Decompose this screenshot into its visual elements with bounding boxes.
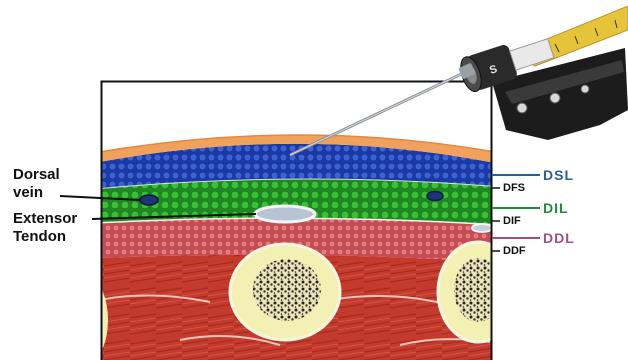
dorsal-vein-label-line2: vein bbox=[13, 185, 43, 200]
dfs-label: DFS bbox=[503, 183, 525, 194]
bone-left bbox=[230, 244, 340, 340]
dorsal-vein-right bbox=[427, 192, 443, 201]
tissue-cross-section bbox=[72, 80, 518, 360]
extensor-tendon-label-line2: Tendon bbox=[13, 229, 66, 244]
dorsal-vein-left bbox=[140, 195, 158, 205]
dsl-label: DSL bbox=[543, 168, 574, 182]
dorsal-vein-label-line1: Dorsal bbox=[13, 167, 60, 182]
extensor-tendon bbox=[255, 206, 315, 222]
dif-label: DIF bbox=[503, 216, 521, 227]
ddf-label: DDF bbox=[503, 246, 526, 257]
ddl-label: DDL bbox=[543, 231, 575, 245]
bone-right bbox=[438, 242, 518, 342]
tendon-right bbox=[472, 224, 492, 232]
bone-edge-left bbox=[72, 280, 108, 360]
dil-label: DIL bbox=[543, 201, 569, 215]
extensor-tendon-label-line1: Extensor bbox=[13, 211, 77, 226]
